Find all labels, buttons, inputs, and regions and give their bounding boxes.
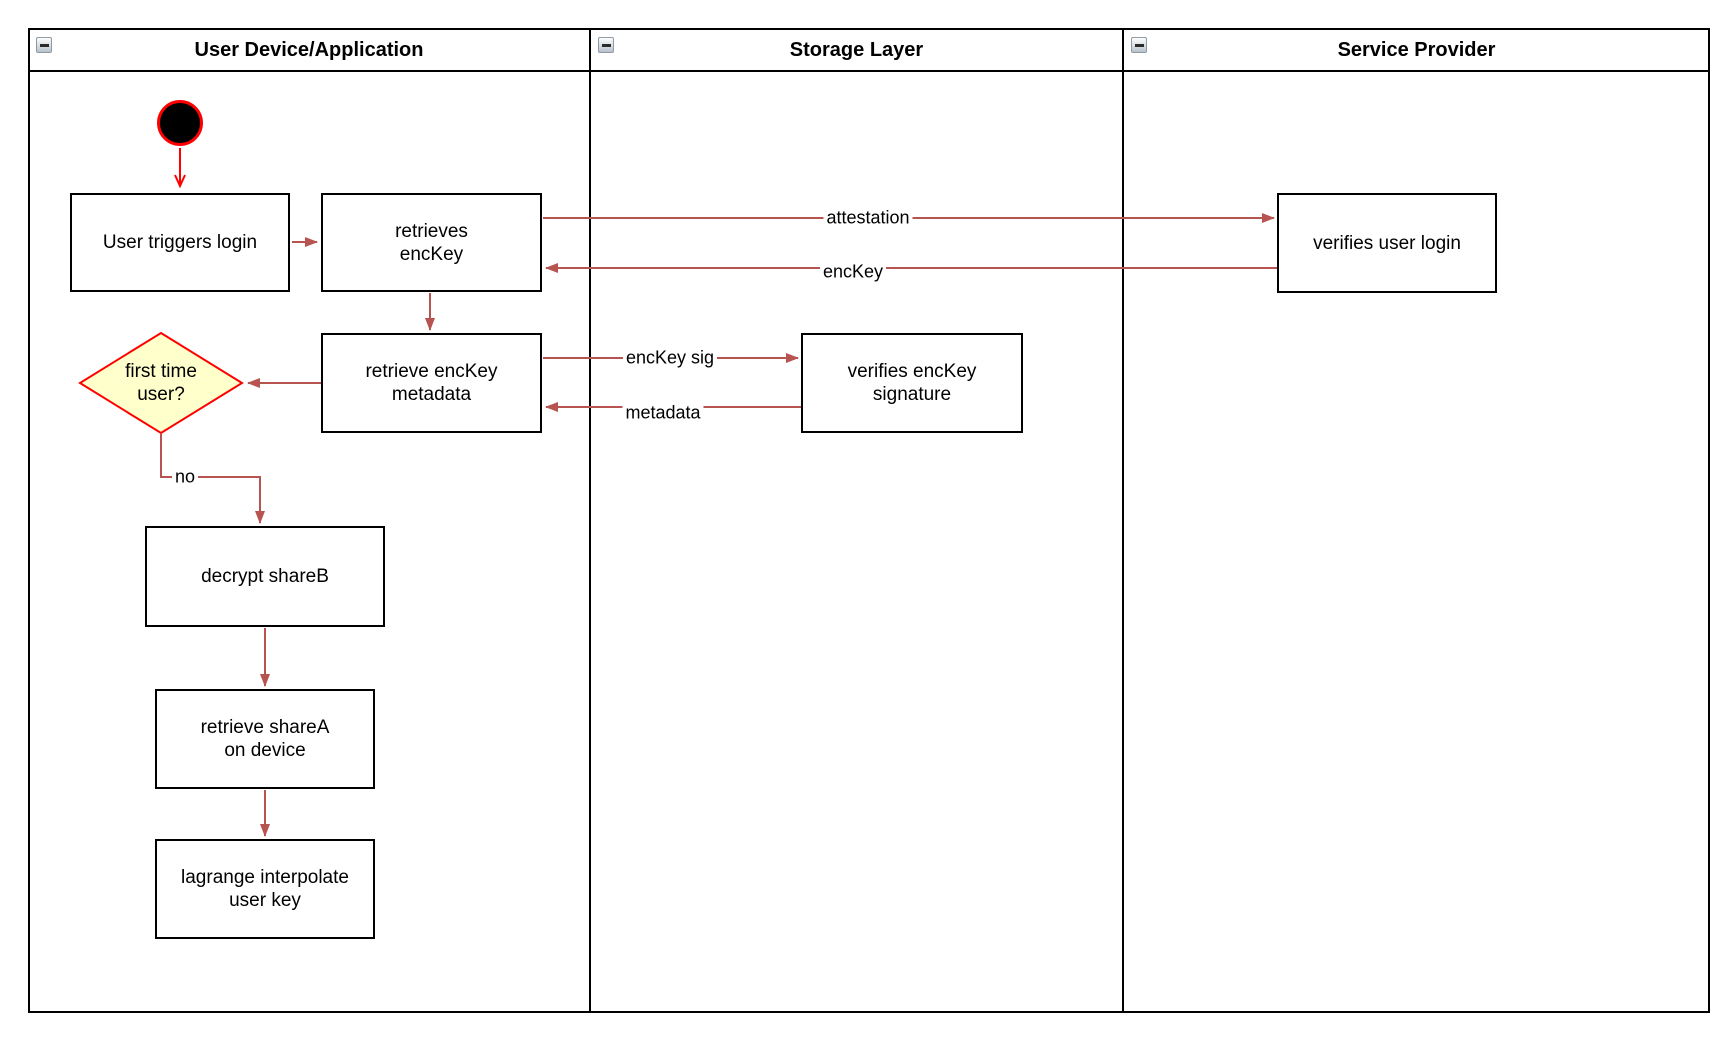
diamond-shape — [78, 331, 244, 435]
lane-title: Service Provider — [1337, 38, 1496, 61]
activity-label: lagrange interpolate user key — [181, 867, 349, 911]
lane-header-user-device[interactable]: User Device/Application — [28, 28, 590, 72]
lane-title: Storage Layer — [789, 38, 924, 61]
edge-label-metadata[interactable]: metadata — [622, 402, 704, 424]
minus-icon — [39, 43, 49, 47]
activity-label: verifies encKey signature — [847, 361, 977, 405]
decision-label: first time user? — [125, 361, 197, 405]
edge-label-attestation[interactable]: attestation — [823, 207, 913, 229]
collapse-icon[interactable] — [1131, 37, 1147, 53]
collapse-icon[interactable] — [36, 37, 52, 53]
lane-header-service-provider[interactable]: Service Provider — [1123, 28, 1710, 72]
activity-label: User triggers login — [102, 232, 258, 253]
edge-label-enckey[interactable]: encKey — [819, 261, 887, 283]
lane-divider-2 — [1122, 28, 1124, 1013]
activity-label: decrypt shareB — [201, 566, 329, 587]
activity-retrieve-sharea-on-device[interactable]: retrieve shareA on device — [155, 689, 375, 789]
activity-label: retrieve encKey metadata — [365, 361, 498, 405]
activity-decrypt-shareb[interactable]: decrypt shareB — [145, 526, 385, 627]
lane-divider-1 — [589, 28, 591, 1013]
activity-retrieve-enckey-metadata[interactable]: retrieve encKey metadata — [321, 333, 542, 433]
minus-icon — [1134, 43, 1144, 47]
activity-verifies-enckey-signature[interactable]: verifies encKey signature — [801, 333, 1023, 433]
activity-label: retrieves encKey — [395, 220, 468, 265]
collapse-icon[interactable] — [598, 37, 614, 53]
lane-title: User Device/Application — [194, 38, 424, 61]
activity-retrieves-enckey[interactable]: retrieves encKey — [321, 193, 542, 292]
minus-icon — [601, 43, 611, 47]
activity-lagrange-interpolate-user-key[interactable]: lagrange interpolate user key — [155, 839, 375, 939]
decision-first-time-user[interactable]: first time user? — [78, 331, 244, 435]
lane-header-storage-layer[interactable]: Storage Layer — [590, 28, 1123, 72]
activity-user-triggers-login[interactable]: User triggers login — [70, 193, 290, 292]
edge-label-no[interactable]: no — [171, 466, 199, 488]
start-node[interactable] — [157, 100, 203, 146]
lane-header-divider — [28, 70, 1710, 72]
activity-verifies-user-login[interactable]: verifies user login — [1277, 193, 1497, 293]
activity-label: verifies user login — [1313, 232, 1461, 254]
activity-label: retrieve shareA on device — [200, 717, 330, 761]
edge-label-enckey-sig[interactable]: encKey sig — [622, 347, 718, 369]
